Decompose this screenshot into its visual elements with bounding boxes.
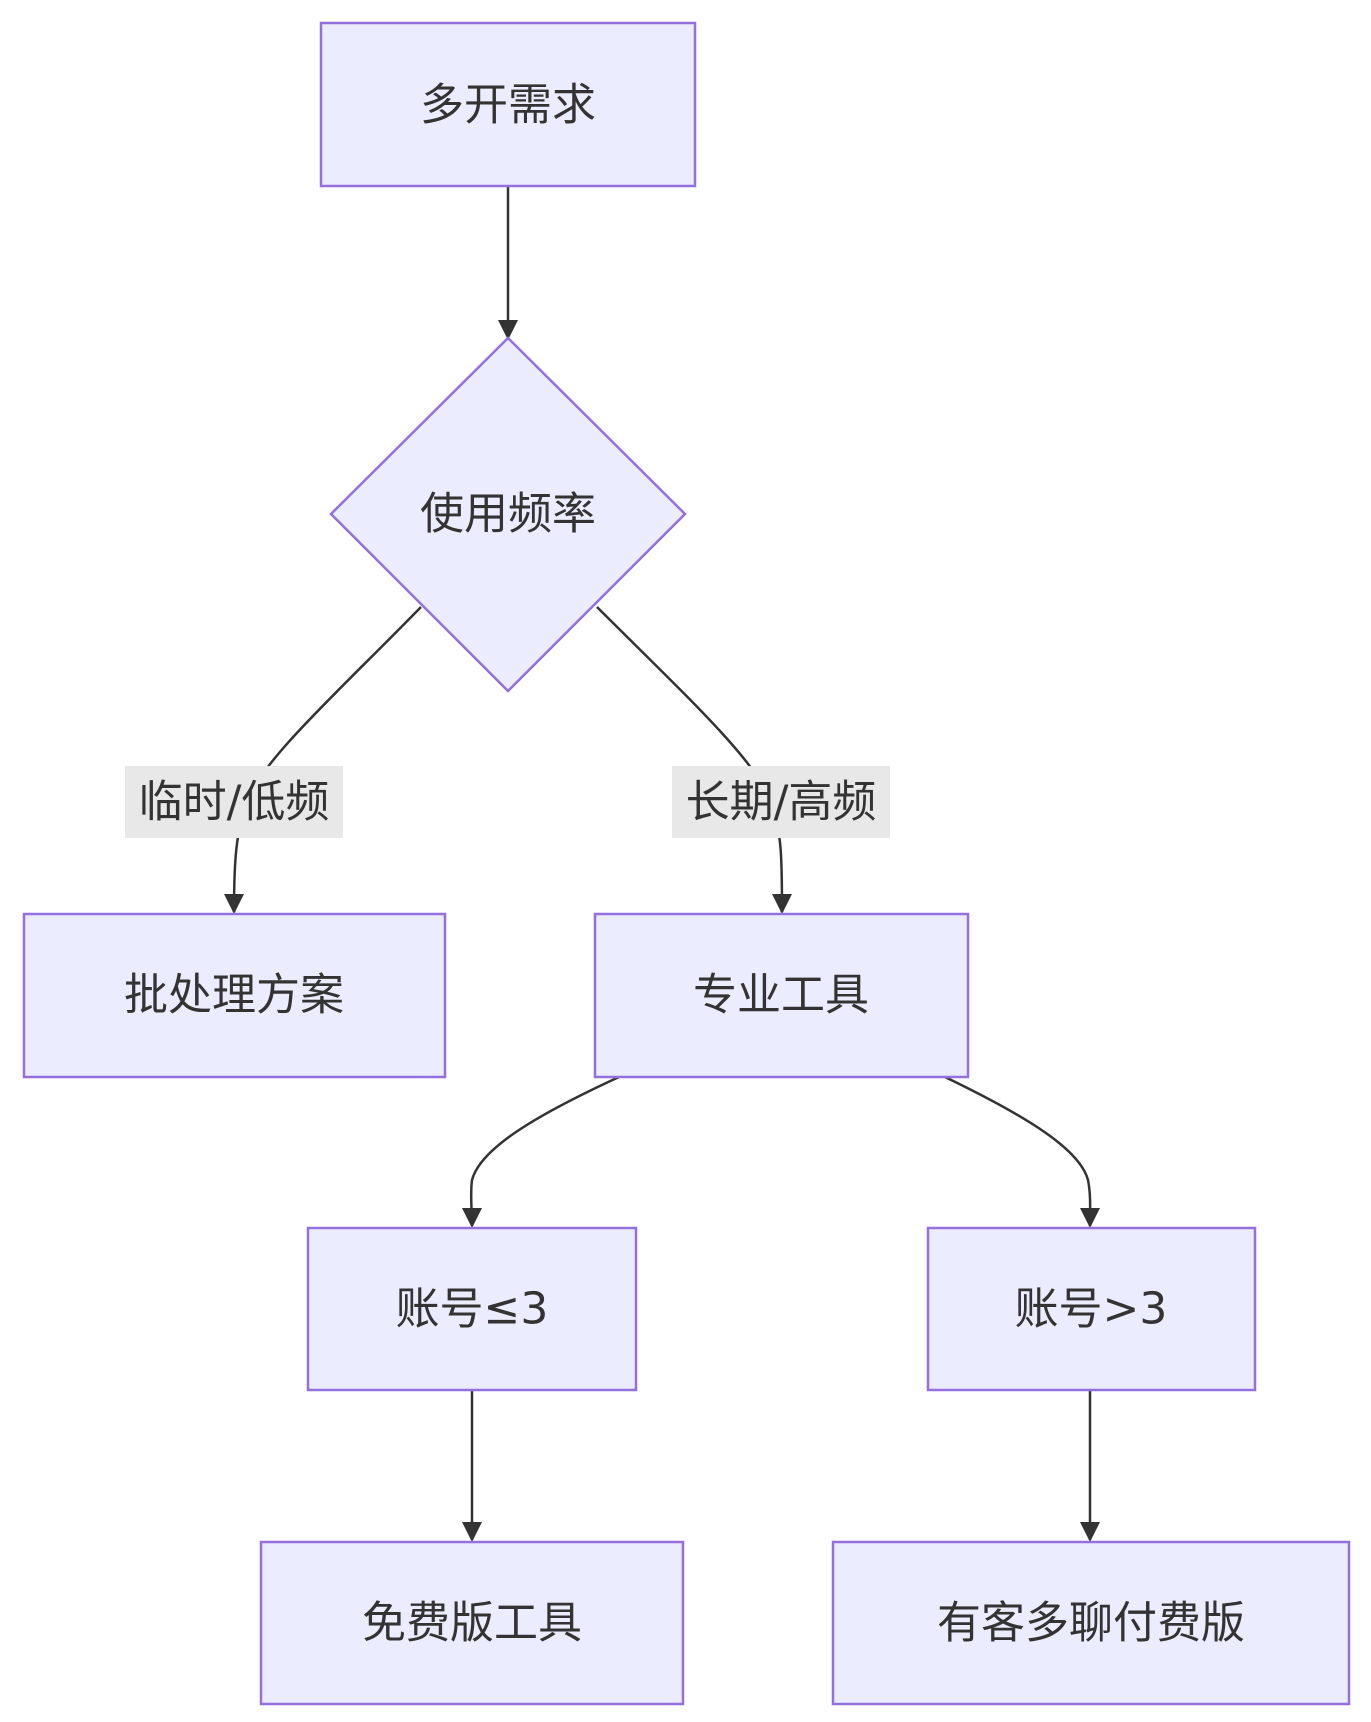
node-batch-solution: 批处理方案 [22, 912, 447, 1079]
svg-text:长期/高频: 长期/高频 [686, 777, 877, 828]
node-pro-tools: 专业工具 [593, 912, 970, 1079]
node-decision: 使用频率 [329, 336, 687, 693]
edge-label-low-frequency: 临时/低频 [125, 766, 343, 838]
edge-pro-to-few-accounts [461, 1075, 620, 1228]
svg-text:多开需求: 多开需求 [420, 80, 596, 131]
svg-text:免费版工具: 免费版工具 [362, 1598, 582, 1649]
svg-text:使用频率: 使用频率 [420, 489, 596, 540]
node-paid-tool: 有客多聊付费版 [831, 1540, 1351, 1706]
node-start: 多开需求 [319, 21, 697, 188]
svg-text:临时/低频: 临时/低频 [139, 777, 330, 828]
svg-text:批处理方案: 批处理方案 [124, 970, 344, 1021]
svg-text:专业工具: 专业工具 [693, 970, 869, 1021]
edge-pro-to-many-accounts [944, 1075, 1101, 1228]
node-accounts-le-3: 账号≤3 [306, 1226, 638, 1392]
svg-text:有客多聊付费版: 有客多聊付费版 [937, 1598, 1245, 1649]
svg-text:账号>3: 账号>3 [1015, 1284, 1168, 1335]
edge-decision-to-pro [596, 606, 792, 914]
edge-decision-to-batch [224, 606, 422, 914]
node-free-tool: 免费版工具 [259, 1540, 685, 1706]
edge-label-high-frequency: 长期/高频 [672, 766, 890, 838]
svg-text:账号≤3: 账号≤3 [396, 1284, 549, 1335]
node-accounts-gt-3: 账号>3 [926, 1226, 1257, 1392]
